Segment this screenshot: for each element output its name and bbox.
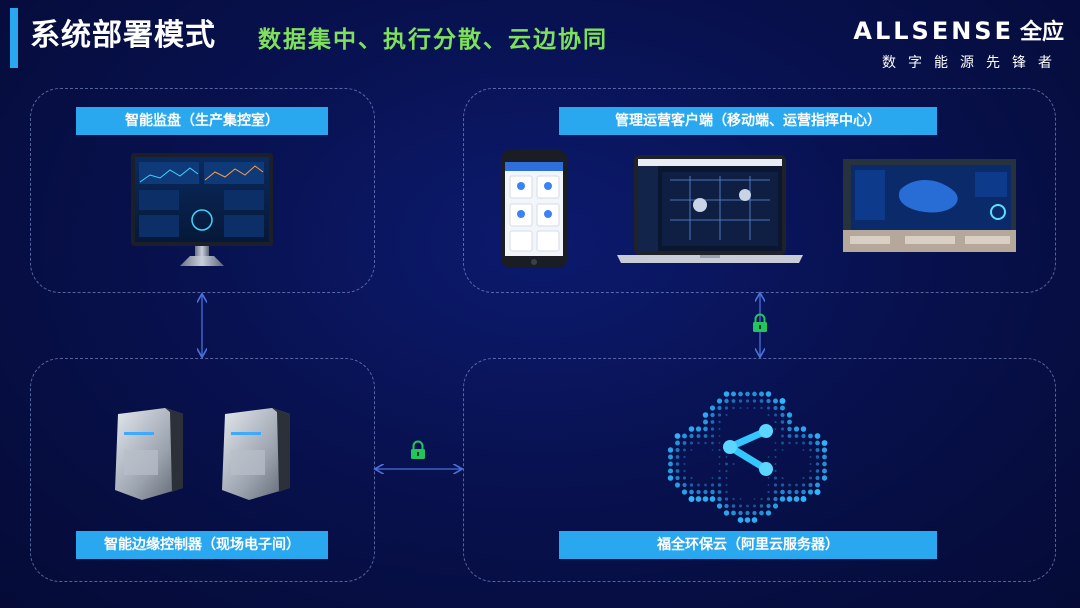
brand-name-cn: 全应	[1019, 20, 1064, 45]
brand-slogan: 数字能源先锋者	[882, 55, 1064, 71]
lock-icon	[411, 440, 425, 459]
title-accent-bar	[10, 8, 18, 68]
brand-name-en: ALLSENSE	[853, 17, 1014, 45]
edge-label: 智能边缘控制器（现场电子间）	[76, 531, 328, 559]
page-subtitle: 数据集中、执行分散、云边协同	[258, 27, 608, 53]
lock-icon	[753, 313, 767, 332]
cloud-label: 福全环保云（阿里云服务器）	[559, 531, 937, 559]
client-label: 管理运营客户端（移动端、运营指挥中心）	[559, 107, 937, 135]
monitor-label: 智能监盘（生产集控室）	[76, 107, 328, 135]
page-title: 系统部署模式	[30, 18, 216, 53]
